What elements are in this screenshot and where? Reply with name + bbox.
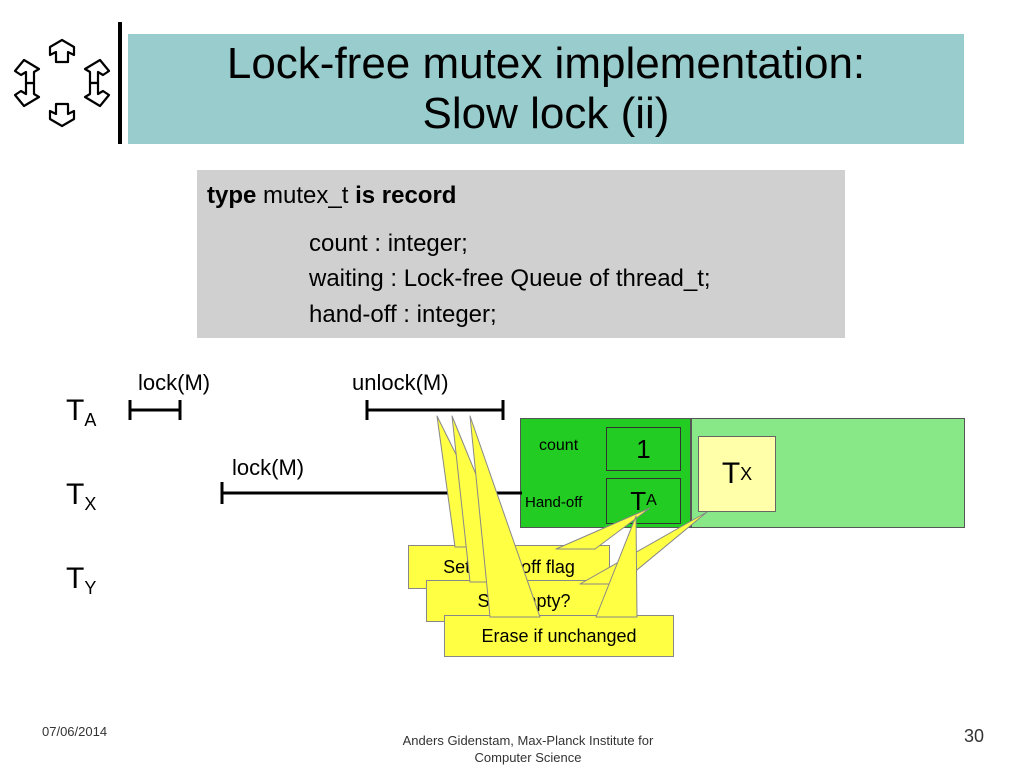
code-field-handoff: hand-off : integer;	[309, 301, 497, 328]
code-header: type mutex_t is record	[207, 182, 456, 210]
thread-label-ty: TY	[66, 562, 97, 598]
ta-lock-label: lock(M)	[138, 370, 211, 395]
tx-lock-label: lock(M)	[232, 455, 305, 480]
code-field-count: count : integer;	[309, 230, 468, 257]
code-block: type mutex_t is record count : integer; …	[197, 170, 845, 338]
page-number: 30	[964, 726, 985, 746]
institute-logo-icon	[13, 38, 111, 128]
title-divider	[118, 22, 122, 144]
code-type-name: mutex_t	[263, 182, 349, 209]
title-line-1: Lock-free mutex implementation:	[226, 39, 866, 88]
count-value: 1	[606, 427, 681, 471]
handoff-label: Hand-off	[525, 494, 583, 511]
code-keyword-type: type	[207, 182, 257, 209]
pointer-set-handoff	[436, 415, 503, 548]
thread-label-ta: TA	[66, 394, 97, 430]
code-keyword-is-record: is record	[355, 182, 457, 209]
code-field-waiting: waiting : Lock-free Queue of thread_t;	[309, 265, 711, 292]
thread-label-tx: TX	[66, 478, 97, 514]
footer-author: Anders Gidenstam, Max-Planck Institute f…	[402, 733, 654, 765]
footer-date: 07/06/2014	[42, 724, 108, 739]
title-line-2: Slow lock (ii)	[422, 89, 670, 138]
ta-unlock-label: unlock(M)	[352, 370, 449, 395]
count-label: count	[539, 437, 579, 454]
callout-erase: Erase if unchanged	[444, 615, 674, 657]
slide-title: Lock-free mutex implementation: Slow loc…	[128, 34, 964, 144]
